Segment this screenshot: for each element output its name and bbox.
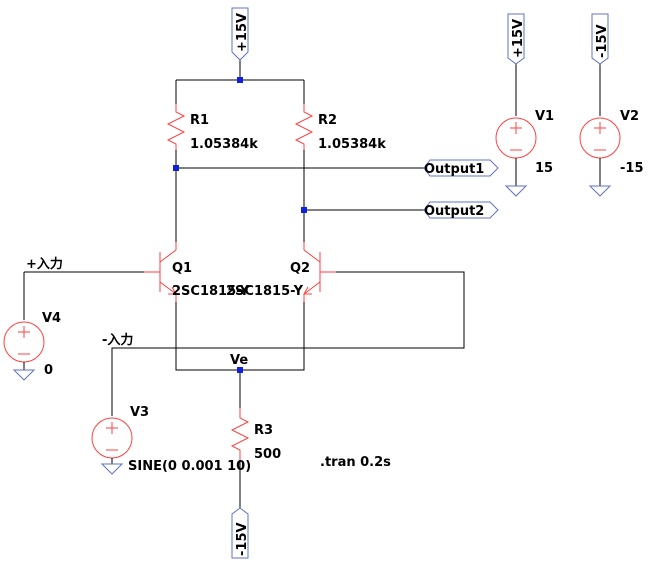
net-label-ve: Ve <box>230 353 248 368</box>
v4-value: 0 <box>44 363 53 378</box>
resistor-r1[interactable] <box>166 104 186 150</box>
flag-output1-label: Output1 <box>424 162 484 177</box>
voltage-source-v3[interactable] <box>91 417 133 475</box>
r3-name: R3 <box>254 423 273 438</box>
junction-output1 <box>173 165 179 171</box>
v3-value: SINE(0 0.001 10) <box>128 459 251 474</box>
flag-top-supply[interactable]: +15V <box>231 7 250 61</box>
spice-directive[interactable]: .tran 0.2s <box>320 455 391 470</box>
q1-value: 2SC1815-Y <box>172 284 250 299</box>
resistor-r3[interactable] <box>230 408 250 460</box>
q1-name: Q1 <box>172 261 192 276</box>
r3-value: 500 <box>254 447 281 462</box>
v2-value: -15 <box>620 161 644 176</box>
flag-v1-supply[interactable]: +15V <box>507 13 526 65</box>
voltage-source-v2[interactable] <box>579 117 621 197</box>
junction-output2 <box>301 207 307 213</box>
v2-name: V2 <box>620 109 639 124</box>
flag-v1-supply-label: +15V <box>511 19 526 58</box>
flag-v2-supply-label: -15V <box>595 24 610 58</box>
flag-top-supply-label: +15V <box>235 13 250 52</box>
voltage-source-v1[interactable] <box>495 117 537 197</box>
net-label-in-minus: -入力 <box>102 332 133 348</box>
flag-output2-label: Output2 <box>424 204 484 219</box>
wire-q2-base <box>111 271 465 416</box>
r2-value: 1.05384k <box>318 137 386 152</box>
resistor-r2[interactable] <box>294 104 314 150</box>
junctions <box>173 77 307 373</box>
r1-name: R1 <box>190 113 209 128</box>
transistor-q2[interactable] <box>303 242 336 302</box>
flag-v2-supply[interactable]: -15V <box>591 13 610 65</box>
transistor-q1[interactable] <box>144 242 177 302</box>
v4-name: V4 <box>42 311 61 326</box>
flag-bottom-supply[interactable]: -15V <box>231 507 250 559</box>
net-label-in-plus: +入力 <box>26 256 63 272</box>
junction-ve <box>237 367 243 373</box>
flag-output2[interactable]: Output2 <box>423 201 499 219</box>
q2-name: Q2 <box>290 261 310 276</box>
q2-value: 2SC1815-Y <box>226 284 304 299</box>
junction-top <box>237 77 243 83</box>
v1-name: V1 <box>535 109 554 124</box>
r1-value: 1.05384k <box>190 137 258 152</box>
voltage-source-v4[interactable] <box>3 321 45 381</box>
v1-value: 15 <box>535 161 553 176</box>
r2-name: R2 <box>318 113 337 128</box>
v3-name: V3 <box>130 405 149 420</box>
flag-output1[interactable]: Output1 <box>423 159 499 177</box>
flag-bottom-supply-label: -15V <box>235 522 250 556</box>
wires <box>23 60 601 508</box>
